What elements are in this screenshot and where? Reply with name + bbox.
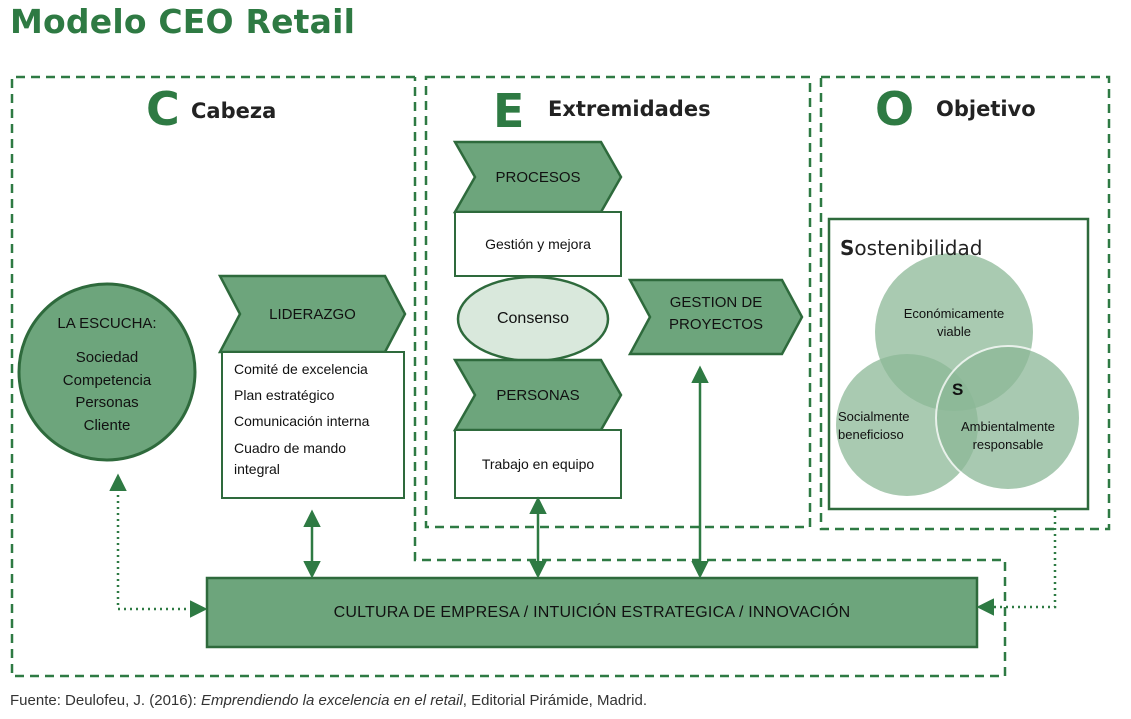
- frame-extremidades: [424, 75, 812, 529]
- dotted-arrow-objetivo-culture: [976, 510, 1057, 616]
- procesos-label: PROCESOS: [495, 168, 581, 186]
- liderazgo-item: Comité de excelencia: [234, 361, 368, 377]
- footer-book: Emprendiendo la excelencia en el retail: [200, 692, 463, 709]
- venn-center-label: S: [952, 380, 964, 399]
- page-title: Modelo CEO Retail: [10, 2, 356, 41]
- section-title-objetivo: Objetivo: [936, 97, 1036, 121]
- personas-label: PERSONAS: [496, 386, 580, 404]
- escucha-item: Personas: [75, 394, 139, 412]
- culture-label: CULTURA DE EMPRESA / INTUICIÓN ESTRATEGI…: [333, 603, 851, 621]
- source-footer: Fuente: Deulofeu, J. (2016): Emprendiend…: [10, 692, 647, 709]
- venn-economic-label: Económicamente viable: [880, 305, 1028, 340]
- sostenibilidad-title: Sostenibilidad: [840, 236, 982, 260]
- liderazgo-item: Cuadro de mando integral: [234, 440, 347, 477]
- consenso-label: Consenso: [496, 310, 570, 327]
- frame-objetivo: [819, 75, 1111, 531]
- venn-social-label: Socialmente beneficioso: [838, 408, 928, 443]
- liderazgo-item: Comunicación interna: [234, 412, 370, 429]
- gestion-proyectos-line2: PROYECTOS: [669, 315, 763, 333]
- venn-environmental-line2: responsable: [972, 436, 1044, 452]
- venn-social-line1: Socialmente: [838, 409, 910, 424]
- personas-box: [454, 429, 622, 499]
- sostenibilidad-rest: ostenibilidad: [854, 236, 983, 260]
- gestion-proyectos-chevron: [627, 278, 804, 356]
- section-title-cabeza: Cabeza: [191, 99, 277, 123]
- letter-c: C: [146, 82, 180, 136]
- personas-box-text: Trabajo en equipo: [481, 456, 595, 472]
- frame-cabeza: [10, 75, 1007, 678]
- procesos-box-text: Gestión y mejora: [485, 236, 591, 252]
- procesos-box: [454, 211, 622, 277]
- section-title-extremidades: Extremidades: [548, 97, 711, 121]
- sostenibilidad-initial: S: [840, 236, 855, 260]
- footer-suffix: , Editorial Pirámide, Madrid.: [462, 692, 648, 709]
- escucha-item: Sociedad: [75, 349, 139, 367]
- venn-diagram: [836, 253, 1081, 496]
- escucha-heading: LA ESCUCHA:: [57, 315, 157, 332]
- gestion-proyectos-line1: GESTION DE: [669, 294, 763, 311]
- liderazgo-list-box: [221, 351, 405, 499]
- liderazgo-list: Comité de excelencia Plan estratégico Co…: [234, 361, 402, 488]
- liderazgo-item: Plan estratégico: [234, 386, 335, 403]
- letter-e: E: [493, 84, 525, 138]
- escucha-item: Competencia: [62, 371, 152, 389]
- venn-environmental-line1: Ambientalmente: [961, 419, 1055, 434]
- venn-social-line2: beneficioso: [838, 426, 904, 442]
- escucha-item: Cliente: [83, 416, 131, 434]
- liderazgo-label: LIDERAZGO: [269, 305, 356, 323]
- letter-o: O: [875, 82, 915, 136]
- escucha-circle: [17, 282, 197, 462]
- gestion-proyectos-label: GESTION DE PROYECTOS: [650, 292, 782, 336]
- footer-prefix: Fuente: Deulofeu, J. (2016):: [10, 692, 201, 709]
- escucha-text: LA ESCUCHA: Sociedad Competencia Persona…: [28, 312, 186, 437]
- venn-environmental: [935, 345, 1081, 491]
- venn-economic-line2: viable: [937, 323, 971, 339]
- venn-environmental-label: Ambientalmente responsable: [940, 418, 1076, 453]
- venn-economic-line1: Económicamente: [903, 306, 1005, 321]
- dotted-arrow-escucha-culture: [109, 473, 208, 618]
